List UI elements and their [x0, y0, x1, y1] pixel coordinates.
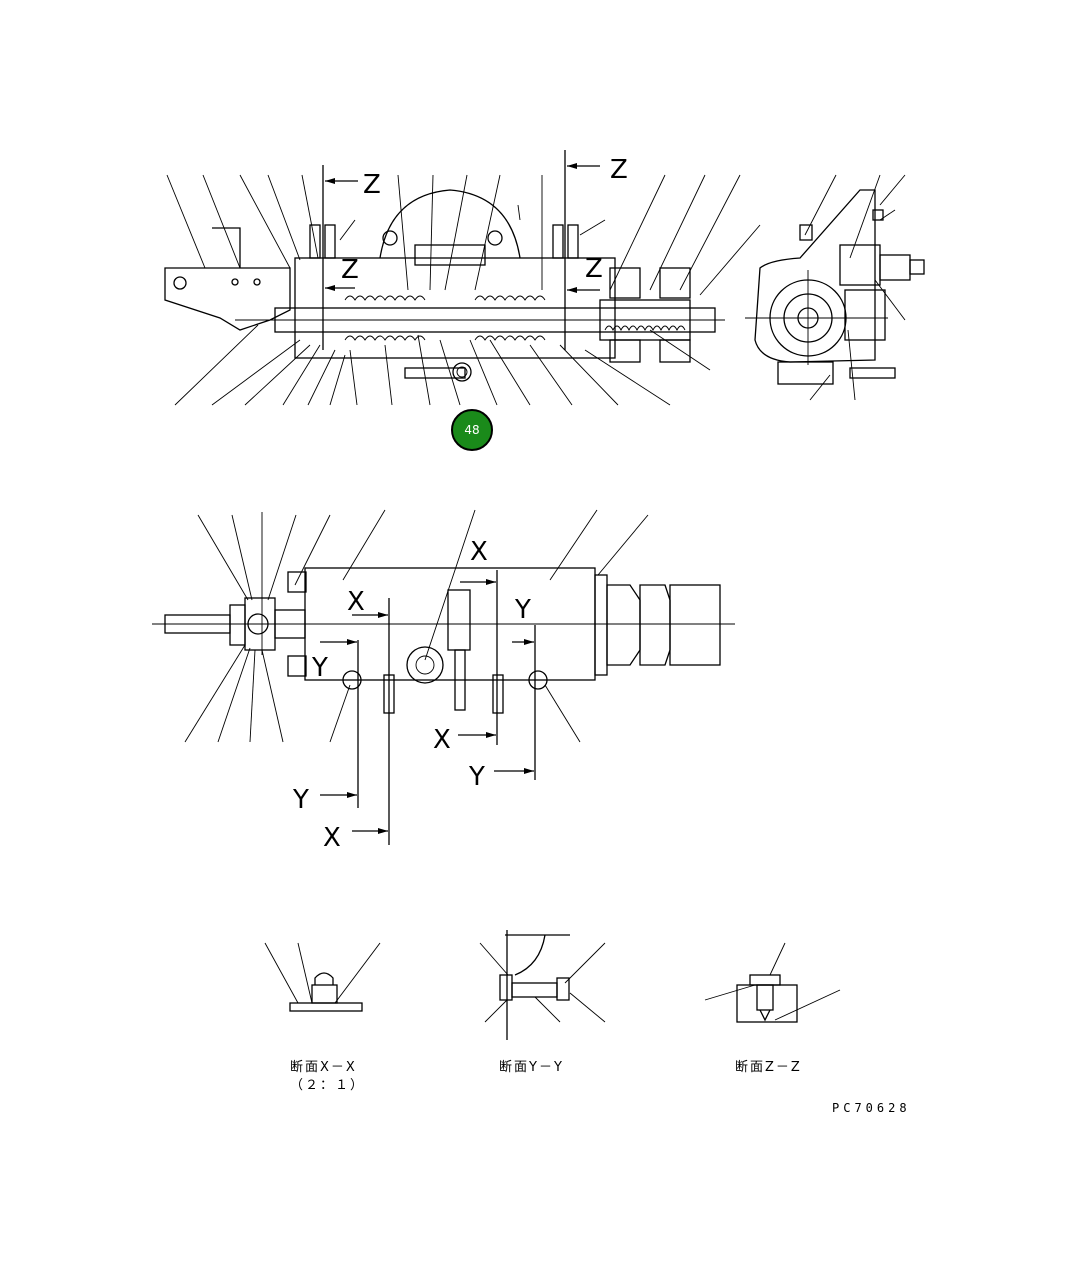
leader-lines-bottom [174, 324, 711, 406]
x-label-2: X [470, 537, 488, 567]
caption-section-xx-scale: （２：１） [290, 1078, 365, 1093]
spring-right-bottom [474, 335, 546, 341]
cam-cover [379, 189, 521, 259]
y-label-3: Y [468, 762, 485, 792]
z-label-mid-right: Z [585, 254, 603, 284]
callout-number: 48 [464, 423, 479, 437]
side-view [745, 174, 925, 401]
y-label-4: Y [292, 785, 309, 815]
section-zz-view [704, 942, 841, 1023]
x-label-1: X [347, 587, 365, 617]
caption-section-xx: 断面X－X [290, 1060, 357, 1075]
caption-section-yy: 断面Y－Y [499, 1060, 564, 1075]
left-bracket [164, 267, 291, 331]
z-label-mid-left: Z [341, 255, 359, 285]
leader-lines-middle [184, 509, 649, 743]
x-label-4: X [323, 823, 341, 853]
z-label-top-right: Z [610, 155, 628, 185]
callout-badge-48[interactable]: 48 [451, 409, 493, 451]
y-label-1: Y [311, 653, 328, 683]
y-label-2: Y [514, 595, 531, 625]
drawing-code: PC70628 [832, 1101, 911, 1115]
top-section-view: Z Z Z Z [164, 150, 761, 406]
spring-right-top [474, 295, 546, 301]
middle-view: X Y X Y X Y Y X [152, 509, 735, 853]
section-yy-view [479, 930, 606, 1040]
spring-left-top [344, 295, 426, 301]
section-xx-view [264, 942, 381, 1012]
spring-left-bottom [344, 335, 426, 341]
z-label-top-left: Z [363, 170, 381, 200]
center-boss [406, 646, 444, 684]
leader-lines-top [166, 174, 761, 296]
caption-section-zz: 断面Z－Z [735, 1060, 802, 1075]
x-label-3: X [433, 725, 451, 755]
